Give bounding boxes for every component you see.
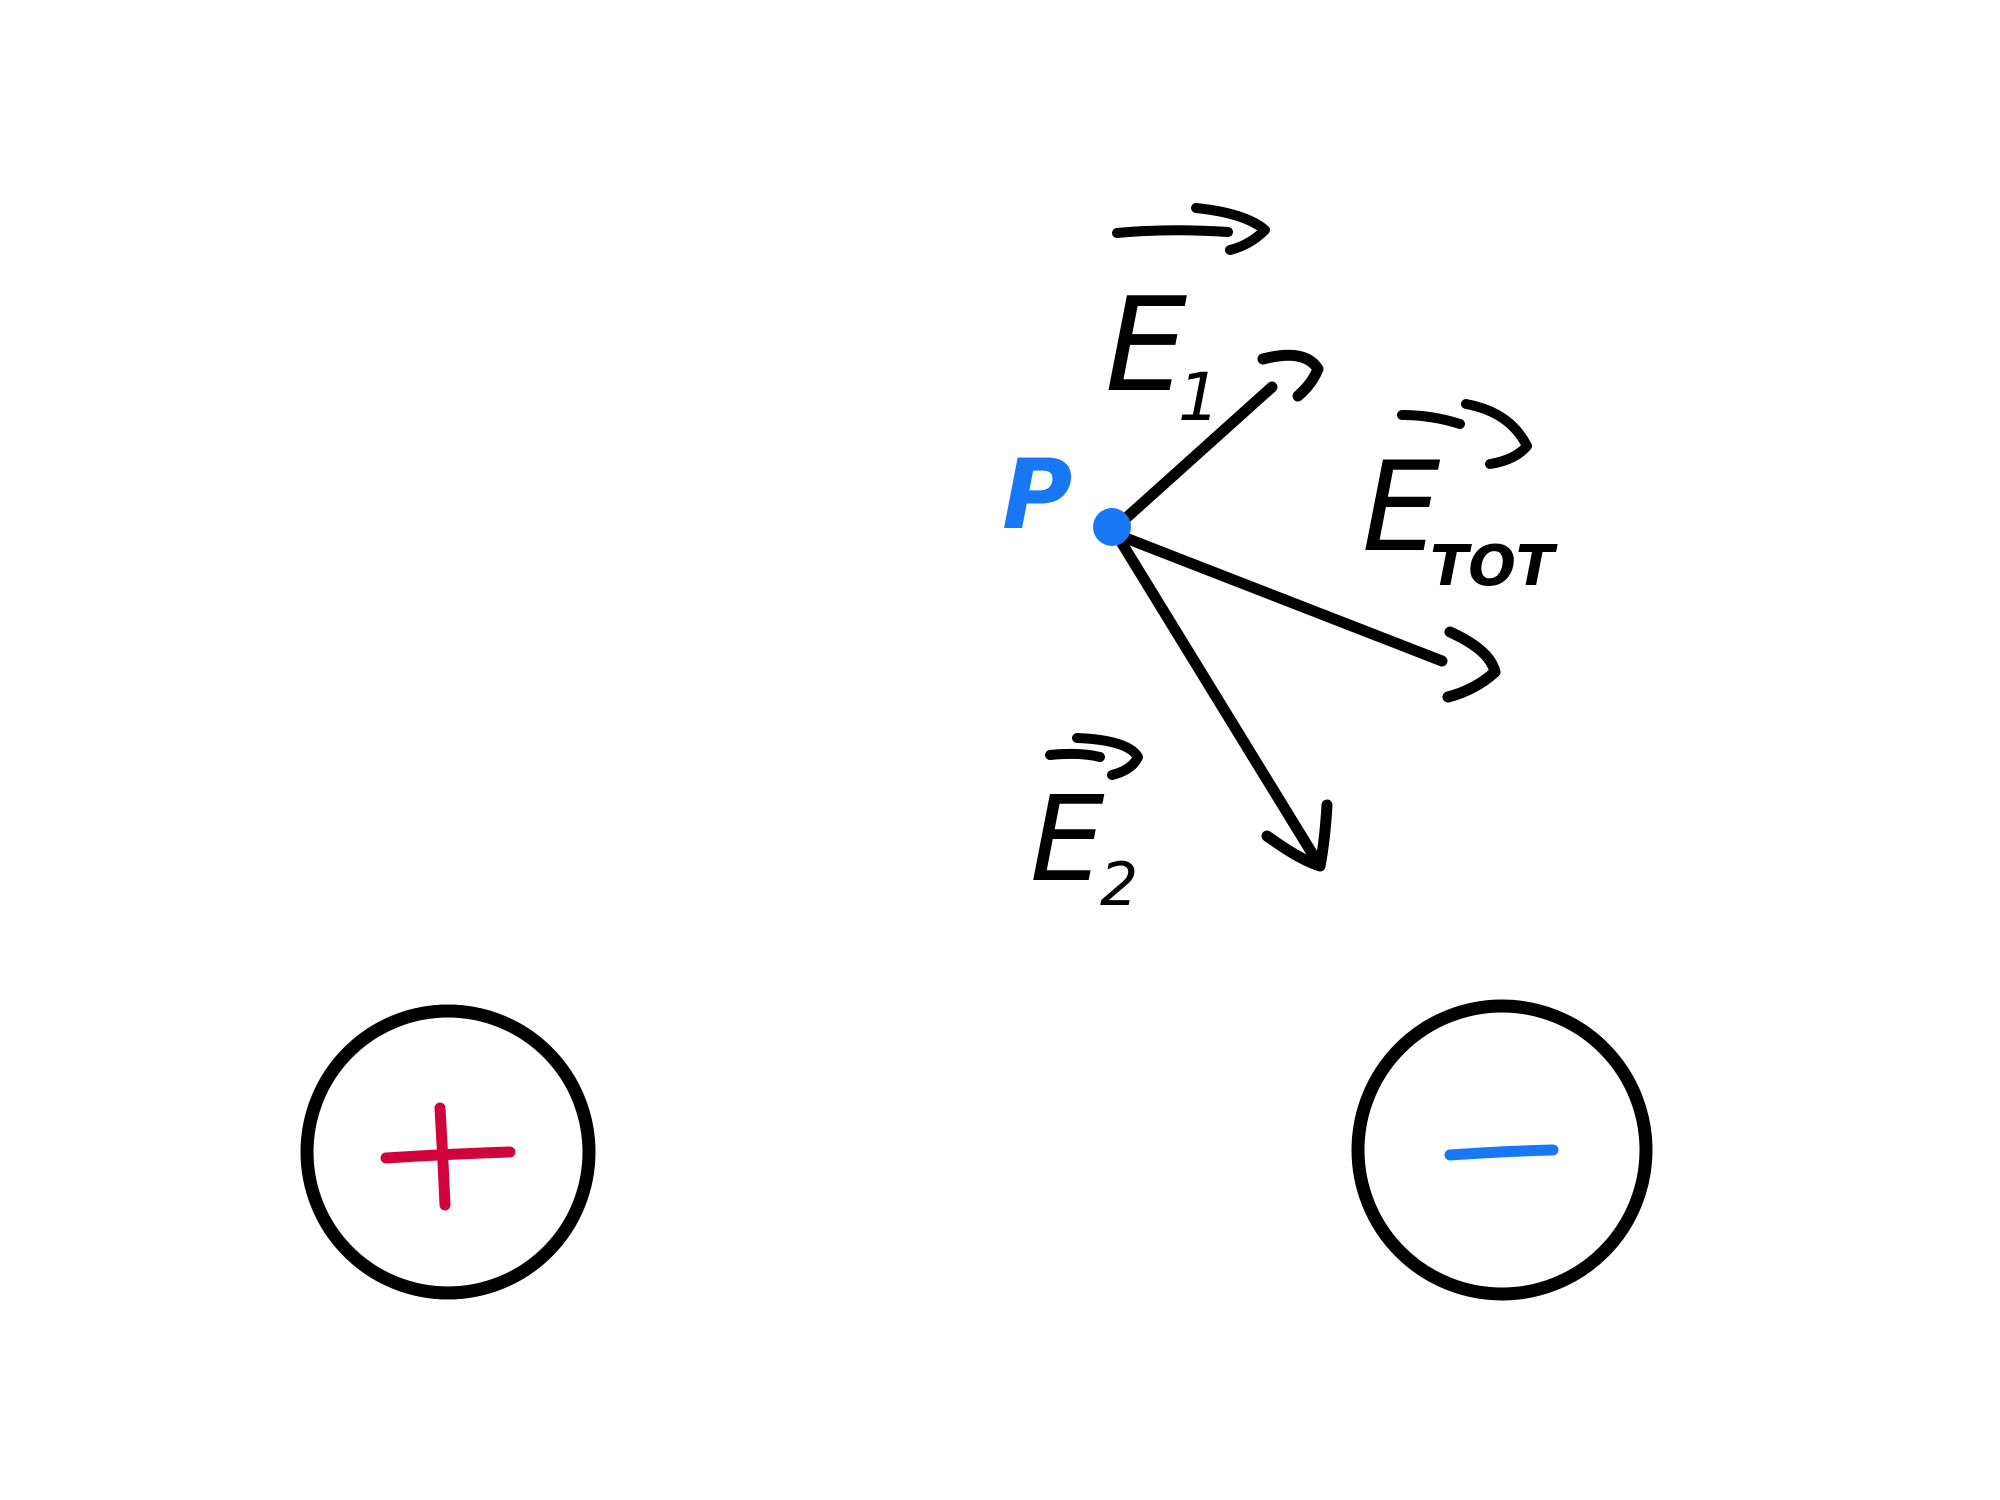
label-e1-vector-arrow — [1112, 203, 1270, 255]
point-p-label: P — [1002, 439, 1072, 551]
vector-e2-arrowhead — [1261, 799, 1333, 872]
negative-charge: − — [1351, 999, 1653, 1301]
label-etot-vector-arrow — [1397, 399, 1532, 469]
label-etot-symbol: E — [1362, 436, 1441, 580]
vector-e2-shaft — [1109, 526, 1321, 864]
vector-e1-arrow — [1109, 349, 1324, 534]
label-e1-symbol: E — [1105, 269, 1187, 421]
negative-charge-circle — [1351, 999, 1653, 1301]
label-e1: E 1 — [1105, 203, 1270, 436]
plus-vertical-stroke — [434, 1102, 451, 1211]
label-e2-subscript: 2 — [1100, 850, 1138, 920]
vector-e1-arrowhead — [1257, 349, 1324, 402]
minus-icon — [1444, 1144, 1559, 1161]
point-p: P — [1002, 439, 1131, 551]
positive-charge: + — [300, 1004, 596, 1300]
label-e2-vector-arrow — [1045, 733, 1143, 780]
vector-e2-arrow — [1109, 526, 1333, 872]
label-etot: E TOT — [1362, 399, 1558, 599]
positive-charge-circle — [300, 1004, 596, 1300]
vector-e1-shaft — [1109, 381, 1278, 534]
vector-etot-shaft — [1112, 529, 1448, 667]
label-e1-subscript: 1 — [1178, 359, 1220, 436]
vector-etot-arrow — [1112, 529, 1501, 703]
vector-etot-arrowhead — [1442, 626, 1501, 703]
label-e2: E 2 — [1030, 733, 1143, 920]
minus-stroke — [1444, 1144, 1559, 1161]
plus-icon — [380, 1102, 516, 1211]
label-etot-subscript: TOT — [1430, 534, 1558, 599]
point-p-dot — [1093, 508, 1131, 546]
label-e2-symbol: E — [1030, 770, 1105, 908]
